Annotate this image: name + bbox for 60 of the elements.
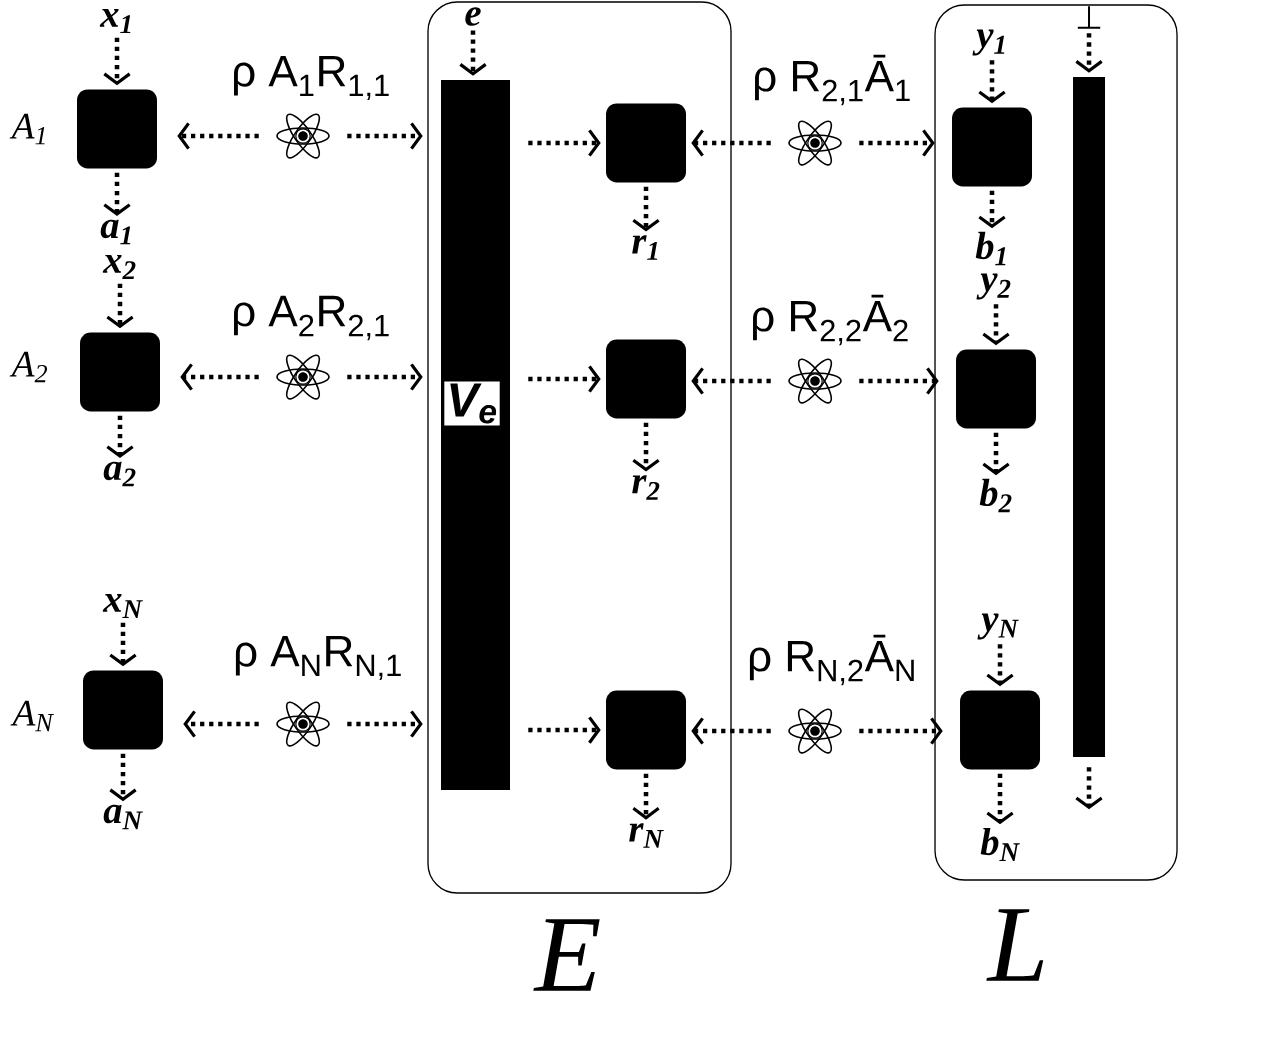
arrow [347,363,423,391]
variable-label: y$_{N}$ [977,613,1019,640]
variable-label: r$_{2}$ [632,475,660,500]
variable-label: a$_{2}$ [103,461,136,487]
node-label: A$_{1}$ [9,113,45,145]
arrow [528,716,601,744]
arrow [691,367,771,395]
variable-label: e [465,7,481,26]
variable-label: b$_{1}$ [975,231,1006,266]
device-box [960,690,1040,770]
arrow [859,367,939,395]
device-box [77,89,157,169]
atom-icon [276,701,330,747]
variable-label: y$_{1}$ [972,29,1005,56]
arrow [691,129,771,157]
arrow [528,365,601,393]
arrow [347,710,423,738]
device-box [606,690,686,770]
arrow [859,129,935,157]
formula-label: ρ R$_{2,1}$Ā$_{1}$ [755,54,910,106]
arrow [528,129,601,157]
group-label: E [533,919,600,991]
variable-label: r$_{N}$ [629,823,664,848]
variable-label: a$_{N}$ [103,804,143,830]
atom-icon [788,358,842,404]
variable-label: a$_{1}$ [100,219,131,245]
device-box [956,349,1036,429]
formula-label: ρ R$_{2,2}$Ā$_{2}$ [753,294,908,346]
formula-label: ρ A$_{2}$R$_{2,1}$ [234,295,389,341]
device-box [952,107,1032,187]
arrow [177,122,259,150]
arrow [691,717,771,745]
atom-icon [276,113,330,159]
variable-label: x$_{N}$ [102,594,143,619]
atom-icon [276,354,330,400]
variable-label: b$_{N}$ [980,827,1020,862]
vertical-bar [1073,77,1105,757]
device-box [606,339,686,419]
arrow [183,710,259,738]
arrow [347,122,423,150]
node-label: A$_{2}$ [9,351,48,383]
formula-label: ρ A$_{N}$R$_{N,1}$ [235,636,401,680]
node-label: A$_{N}$ [10,700,54,732]
device-box [606,103,686,183]
group-label: L [986,909,1044,981]
device-box [83,670,163,750]
formula-label: ρ R$_{N,2}$Ā$_{N}$ [749,634,914,686]
atom-icon [788,708,842,754]
arrow [859,717,943,745]
device-box [80,332,160,412]
atom-icon [788,120,842,166]
variable-label: y$_{2}$ [976,273,1011,300]
variable-label: x$_{2}$ [102,254,136,280]
formula-label: ρ A$_{1}$R$_{1,1}$ [234,56,389,100]
variable-label: r$_{1}$ [632,235,658,260]
arrow [180,363,259,391]
variable-label: x$_{1}$ [99,8,131,34]
vertical-bar: V$_{e}$ [441,80,510,790]
variable-label: b$_{2}$ [979,478,1012,513]
symbol-label: ⊥ [1077,6,1101,29]
